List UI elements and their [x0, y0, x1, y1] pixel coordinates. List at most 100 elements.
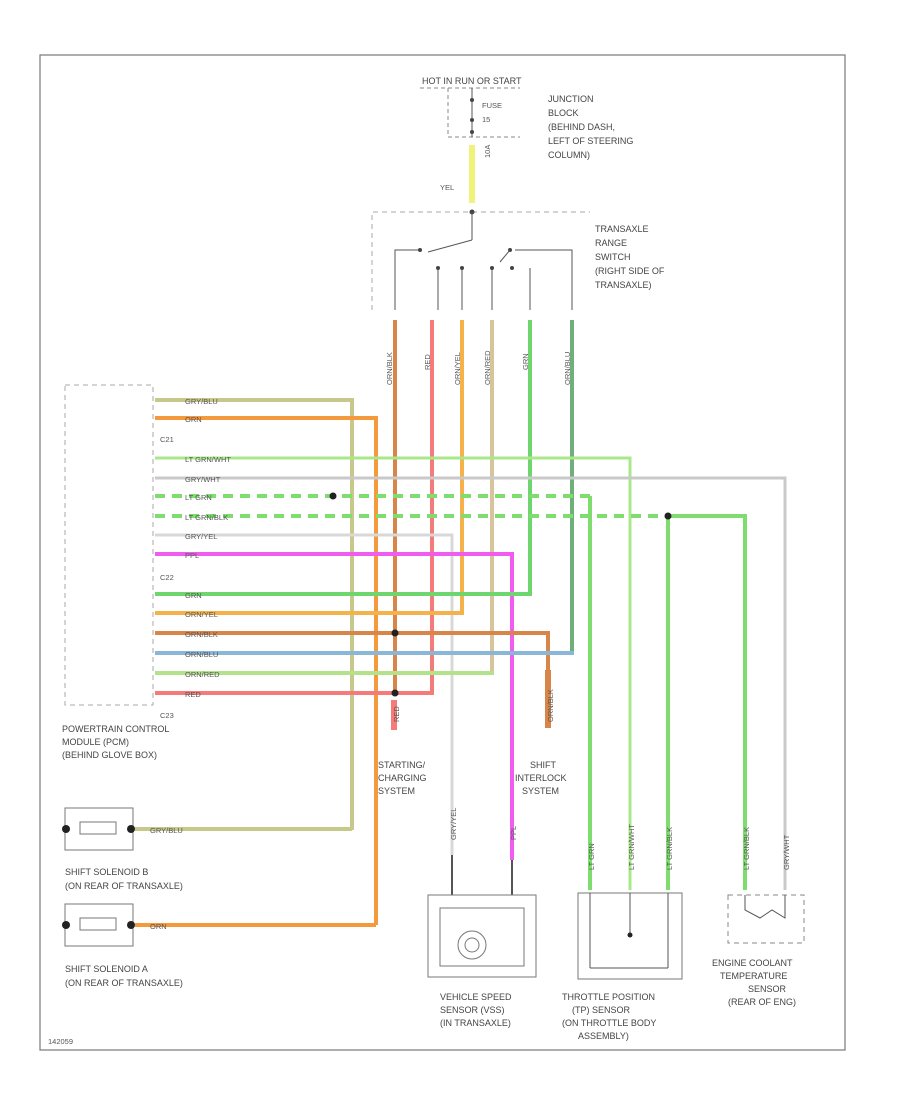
wire-orn-blk — [155, 631, 550, 670]
interlock-label-2: INTERLOCK — [515, 773, 567, 783]
drop-label-3: ORN/YEL — [453, 352, 462, 385]
drop-label-2: RED — [423, 354, 432, 370]
pcm-wire-label-2: ORN — [185, 415, 202, 424]
drop-orn-red — [490, 320, 494, 675]
drop-label-4: ORN/RED — [483, 350, 492, 385]
starting-label-2: CHARGING — [378, 773, 427, 783]
wire-orn — [155, 416, 378, 925]
wire-ppl — [155, 552, 514, 860]
sol-b-wire-label: GRY/BLU — [150, 826, 183, 835]
pcm-wire-label-8: PPL — [185, 551, 199, 560]
transaxle-range-switch: TRANSAXLE RANGE SWITCH (RIGHT SIDE OF TR… — [371, 209, 665, 310]
fuse-label: FUSE — [482, 101, 502, 110]
wire-lt-grn-blk — [665, 514, 747, 890]
switch-label-1: TRANSAXLE — [595, 224, 649, 234]
wire-gry-yel — [155, 533, 454, 855]
sol-b-label-2: (ON REAR OF TRANSAXLE) — [65, 881, 183, 891]
tps-label-4: ASSEMBLY) — [578, 1031, 629, 1041]
drop-orn-yel — [460, 320, 464, 615]
switch-label-3: SWITCH — [595, 252, 631, 262]
starting-charging-system: STARTING/ CHARGING SYSTEM — [378, 760, 427, 796]
drop-red — [430, 320, 434, 695]
ect-label-1: ENGINE COOLANT — [712, 958, 793, 968]
vss-label-1: VEHICLE SPEED — [440, 992, 512, 1002]
interlock-label-3: SYSTEM — [522, 786, 559, 796]
pcm-wire-label-12: ORN/BLU — [185, 650, 218, 659]
pcm-wire-label-5: LT GRN — [185, 493, 212, 502]
junction-label-2: BLOCK — [548, 108, 579, 118]
wire-gry-blu — [155, 398, 354, 830]
pcm-wire-labels: GRY/BLU ORN LT GRN/WHT GRY/WHT LT GRN LT… — [185, 397, 231, 699]
starting-label-3: SYSTEM — [378, 786, 415, 796]
tps-wire-label-1: LT GRN — [587, 843, 596, 870]
pcm-label-2: MODULE (PCM) — [62, 737, 129, 747]
fuse-number: 15 — [482, 115, 490, 124]
connector-c22: C22 — [160, 573, 174, 582]
tps-wire-label-2: LT GRN/WHT — [627, 824, 636, 870]
pcm-label-1: POWERTRAIN CONTROL — [62, 724, 169, 734]
junction-label-5: COLUMN) — [548, 150, 590, 160]
shift-solenoid-b: GRY/BLU SHIFT SOLENOID B (ON REAR OF TRA… — [62, 807, 352, 891]
tps-wire-label-3: LT GRN/BLK — [665, 827, 674, 870]
fuse-rating: 10A — [483, 145, 492, 158]
drop-label-1: ORN/BLK — [385, 352, 394, 385]
yel-wire-label: YEL — [440, 183, 454, 192]
connector-c23: C23 — [160, 711, 174, 720]
sol-a-label-2: (ON REAR OF TRANSAXLE) — [65, 978, 183, 988]
wire-gry-wht — [155, 476, 787, 890]
starting-wire-label: RED — [392, 706, 401, 722]
shift-interlock-system: SHIFT INTERLOCK SYSTEM — [515, 760, 567, 796]
sol-a-wire-label: ORN — [150, 922, 167, 931]
figure-id: 142059 — [48, 1037, 73, 1046]
interlock-label-1: SHIFT — [530, 760, 557, 770]
throttle-position-sensor: LT GRN LT GRN/WHT LT GRN/BLK THROTTLE PO… — [562, 824, 683, 1041]
drop-label-6: ORN/BLU — [563, 352, 572, 385]
yel-wire — [469, 145, 475, 203]
tps-label-2: (TP) SENSOR — [572, 1005, 631, 1015]
shift-solenoid-a: ORN SHIFT SOLENOID A (ON REAR OF TRANSAX… — [62, 903, 376, 988]
pcm-wire-label-10: ORN/YEL — [185, 610, 218, 619]
sol-a-label-1: SHIFT SOLENOID A — [65, 964, 148, 974]
pcm-wire-label-3: LT GRN/WHT — [185, 455, 231, 464]
wire-lt-grn-wht — [155, 456, 632, 890]
vss-wire-label-2: PPL — [509, 826, 518, 840]
ect-label-3: SENSOR — [748, 984, 787, 994]
pcm-wire-label-13: ORN/RED — [185, 670, 220, 679]
pcm-wire-label-11: ORN/BLK — [185, 630, 218, 639]
drop-orn-blu — [570, 320, 574, 655]
junction-label-4: LEFT OF STEERING — [548, 136, 633, 146]
pcm-module: C21 C22 C23 POWERTRAIN CONTROL MODULE (P… — [62, 384, 174, 760]
ect-label-2: TEMPERATURE — [720, 971, 787, 981]
switch-label-5: TRANSAXLE) — [595, 280, 652, 290]
ect-label-4: (REAR OF ENG) — [728, 997, 796, 1007]
sol-b-label-1: SHIFT SOLENOID B — [65, 867, 148, 877]
vss-wire-label-1: GRY/YEL — [449, 808, 458, 840]
drop-orn-blk — [393, 320, 397, 695]
tps-label-1: THROTTLE POSITION — [562, 992, 655, 1002]
switch-label-2: RANGE — [595, 238, 627, 248]
pcm-wire-label-7: GRY/YEL — [185, 532, 217, 541]
drop-label-5: GRN — [521, 353, 530, 370]
pcm-wire-label-9: GRN — [185, 591, 202, 600]
hot-in-run-label: HOT IN RUN OR START — [422, 76, 522, 86]
interlock-wire-label: ORN/BLK — [546, 689, 555, 722]
pcm-wire-label-14: RED — [185, 690, 201, 699]
vss-label-3: (IN TRANSAXLE) — [440, 1018, 511, 1028]
tps-label-3: (ON THROTTLE BODY — [562, 1018, 656, 1028]
vehicle-speed-sensor: GRY/YEL PPL VEHICLE SPEED SENSOR (VSS) (… — [427, 808, 537, 1028]
junction-label-3: (BEHIND DASH, — [548, 122, 615, 132]
connector-c21: C21 — [160, 435, 174, 444]
pcm-wire-label-6: LT GRN/BLK — [185, 513, 228, 522]
ect-wire-label-2: GRY/WHT — [782, 834, 791, 870]
junction-label-1: JUNCTION — [548, 94, 594, 104]
vss-label-2: SENSOR (VSS) — [440, 1005, 505, 1015]
switch-label-4: (RIGHT SIDE OF — [595, 266, 665, 276]
ect-wire-label-1: LT GRN/BLK — [742, 827, 751, 870]
junction-block: HOT IN RUN OR START FUSE 15 10A JUNCTION… — [420, 76, 633, 160]
starting-label-1: STARTING/ — [378, 760, 426, 770]
pcm-wire-label-4: GRY/WHT — [185, 475, 221, 484]
pcm-label-3: (BEHIND GLOVE BOX) — [62, 750, 157, 760]
ect-sensor: LT GRN/BLK GRY/WHT ENGINE COOLANT TEMPER… — [712, 827, 805, 1007]
diagram-frame — [39, 54, 846, 1051]
